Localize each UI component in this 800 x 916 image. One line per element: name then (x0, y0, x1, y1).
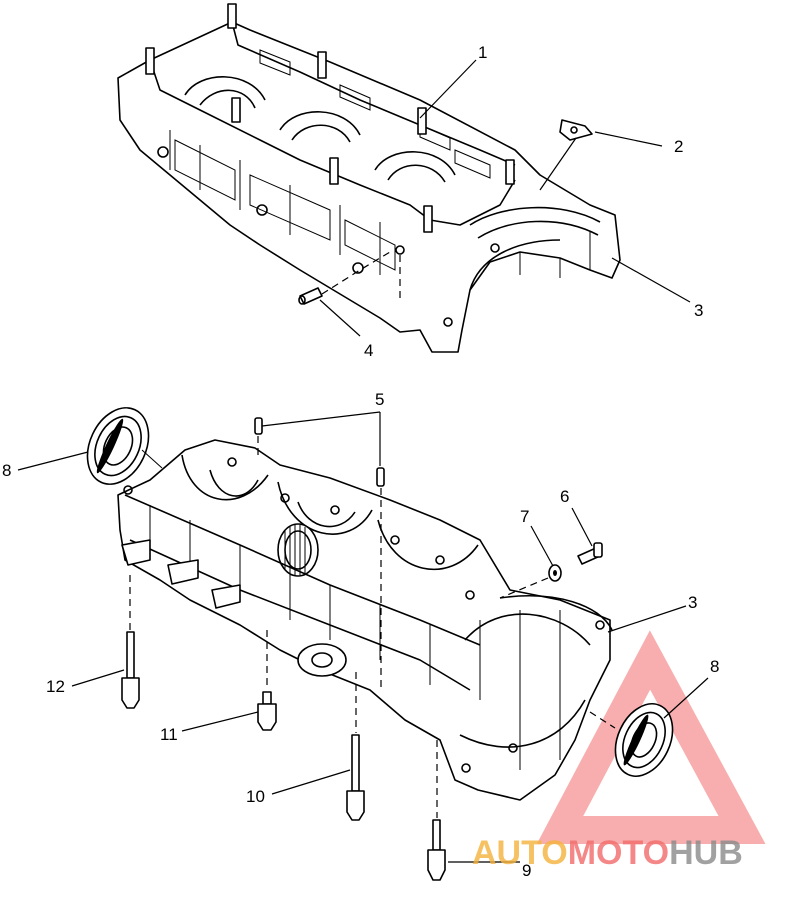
part-11-bolt (257, 691, 277, 731)
callout-7: 7 (520, 507, 529, 526)
callout-11: 11 (160, 725, 178, 744)
part-8-right-oil-seal (614, 703, 674, 777)
part-6-screw (577, 542, 603, 565)
callout-2: 2 (674, 137, 683, 156)
callout-8-left: 8 (2, 461, 11, 480)
callout-3-lower: 3 (688, 593, 697, 612)
part-2-bracket (559, 119, 593, 141)
watermark-part-hub: HUB (669, 834, 743, 872)
callout-3-upper: 3 (694, 301, 703, 320)
part-5-dowel-pins (254, 417, 385, 487)
callout-8-right: 8 (710, 657, 719, 676)
callout-5: 5 (375, 390, 384, 409)
upper-crankcase (117, 3, 621, 353)
part-4-dowel-pin (298, 287, 323, 305)
callout-1: 1 (478, 43, 487, 62)
callout-labels: 1 2 3 4 5 6 7 3 8 8 9 10 11 12 (2, 43, 719, 880)
center-crank-seal (277, 523, 319, 577)
callout-10: 10 (246, 787, 265, 806)
callout-9: 9 (522, 861, 531, 880)
part-10-bolt (346, 734, 365, 821)
part-8-left-oil-seal (86, 407, 150, 485)
part-12-bolt (121, 631, 140, 709)
cylinder-studs (145, 3, 515, 233)
callout-12: 12 (46, 677, 65, 696)
oil-port-boss (297, 643, 347, 677)
leader-lines (17, 59, 709, 863)
watermark-triangle-icon (536, 630, 766, 844)
svg-text:AUTOMOTOHUB: AUTOMOTOHUB (472, 834, 743, 872)
callout-6: 6 (560, 487, 569, 506)
watermark-part-auto: AUTO (472, 834, 568, 872)
watermark-text: AUTOMOTOHUB (472, 834, 743, 872)
watermark-part-moto: MOTO (568, 834, 669, 872)
watermark-logo (536, 630, 766, 844)
part-9-bolt (427, 819, 446, 881)
lower-crankcase (117, 439, 613, 801)
part-7-washer (548, 564, 562, 582)
callout-4: 4 (364, 341, 373, 360)
